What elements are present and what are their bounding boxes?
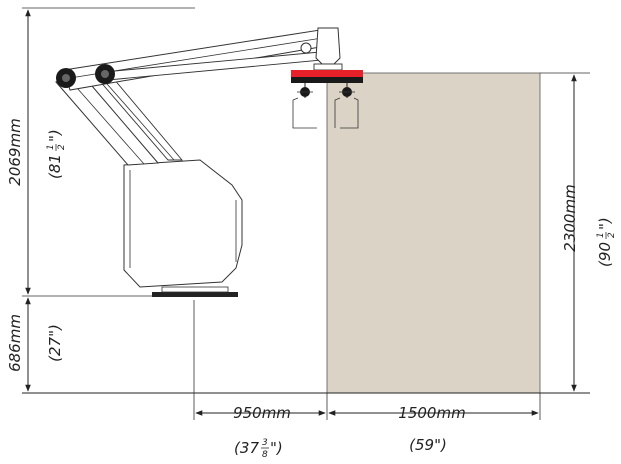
wrist-mount (315, 27, 341, 65)
robot-lower-arm (55, 71, 183, 166)
offset-width-inch-whole: (37 (234, 439, 259, 457)
offset-width-inch-label: (37 3 8 ") (234, 438, 283, 460)
robot-body-detail (129, 170, 237, 268)
reach-height-label: 2069mm (6, 118, 24, 185)
reach-height-inch-whole: (81 (46, 154, 64, 179)
base-height-label: 686mm (6, 314, 24, 372)
base-height-inch-label: (27") (46, 324, 64, 362)
offset-width-inch-num: 3 (262, 438, 268, 448)
stack-height-inch-num: 1 (596, 232, 606, 238)
robot-body (123, 159, 243, 288)
gripper-plate (291, 77, 363, 83)
offset-width-inch-close: ") (270, 439, 283, 457)
reach-height-inch-close: ") (46, 129, 64, 142)
reach-height-mm: 2069mm (6, 118, 24, 185)
offset-width-inch-den: 8 (262, 450, 268, 460)
stack-height-inch-label: (90 1 2 ") (596, 217, 617, 267)
reach-height-inch-label: (81 1 2 ") (46, 129, 67, 179)
gripper-fingers (292, 83, 359, 129)
offset-width-mm: 950mm (233, 404, 291, 422)
reach-height-inch-num: 1 (46, 144, 56, 150)
stack-height-mm: 2300mm (561, 184, 579, 251)
robot-base-plate (152, 292, 238, 297)
stack-height-inch-whole: (90 (596, 242, 614, 267)
wrist-joint-lower (300, 42, 312, 54)
gripper-bar (291, 70, 363, 77)
reach-height-inch-den: 2 (57, 144, 67, 150)
base-height-mm: 686mm (6, 314, 24, 372)
wrist-flange (313, 63, 343, 71)
stack-height-inch-den: 2 (607, 232, 617, 238)
pallet-width-inch: (59") (409, 436, 447, 454)
base-height-inch: (27") (46, 324, 64, 362)
stack-height-label: 2300mm (561, 184, 579, 251)
pallet-width-mm: 1500mm (398, 404, 465, 422)
pallet-load-area (326, 72, 541, 394)
robot-base-feet (161, 286, 229, 293)
stack-height-inch-close: ") (596, 217, 614, 230)
